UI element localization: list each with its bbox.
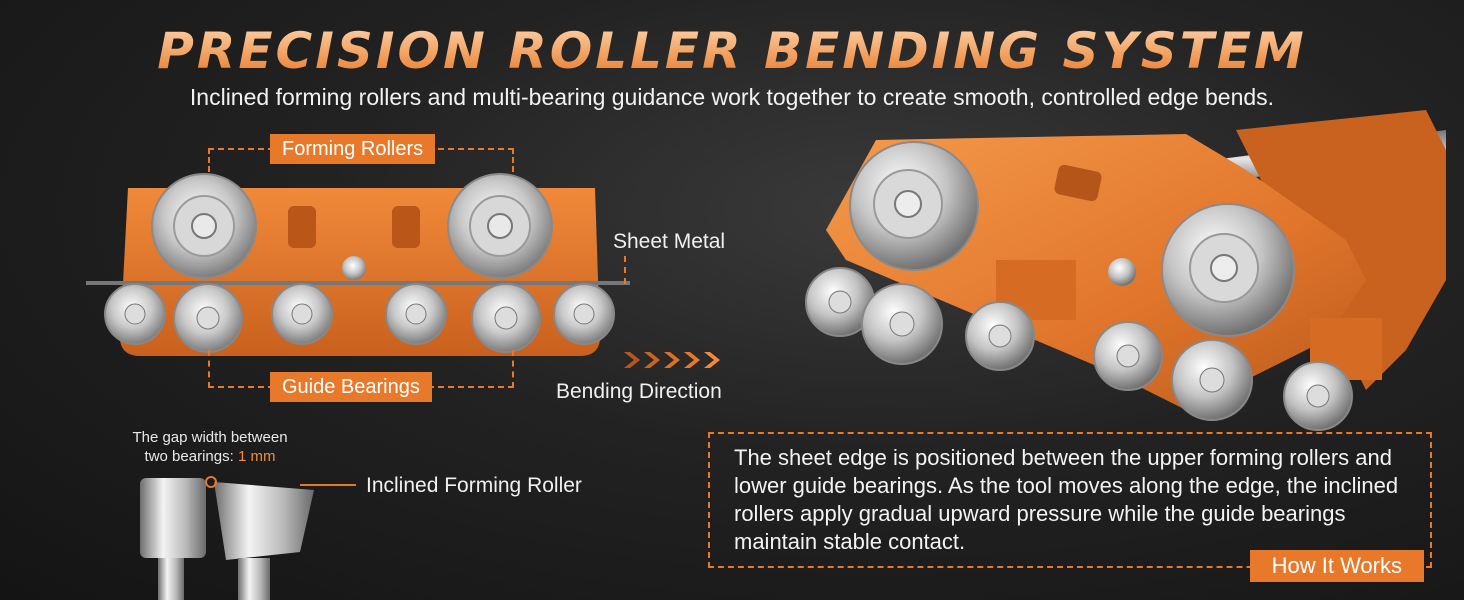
inclined-roller-illustration <box>140 476 314 600</box>
gap-note: The gap width between two bearings: 1 mm <box>100 428 320 466</box>
bending-direction-arrows <box>624 352 720 368</box>
gap-note-line2: two bearings: <box>144 448 238 465</box>
guide-bearings <box>104 283 615 353</box>
how-it-works-box: The sheet edge is positioned between the… <box>708 432 1432 582</box>
tool-guide-bearings <box>805 267 1353 431</box>
inclined-cone <box>214 482 314 560</box>
plate-slot <box>288 206 316 248</box>
guide-bearings-label: Guide Bearings <box>270 372 432 402</box>
bending-direction-label: Bending Direction <box>556 380 722 403</box>
roller-plate-illustration <box>86 173 630 356</box>
inclined-roller-leader <box>300 484 356 486</box>
tool-product-render <box>805 110 1446 431</box>
inclined-roller-label: Inclined Forming Roller <box>366 474 582 497</box>
forming-rollers-label: Forming Rollers <box>270 134 436 164</box>
sheet-metal-label: Sheet Metal <box>613 230 726 253</box>
center-bolt <box>342 256 366 280</box>
page-title: PRECISION ROLLER BENDING SYSTEM <box>0 22 1464 80</box>
plate-slot <box>392 206 420 248</box>
gap-note-line1: The gap width between <box>132 429 288 446</box>
how-it-works-tag: How It Works <box>1249 550 1424 582</box>
page-subtitle: Inclined forming rollers and multi-beari… <box>189 84 1275 110</box>
gap-value: 1 mm <box>237 448 276 465</box>
sheet-metal-leader <box>624 256 626 284</box>
how-it-works-text: The sheet edge is positioned between the… <box>734 445 1399 554</box>
